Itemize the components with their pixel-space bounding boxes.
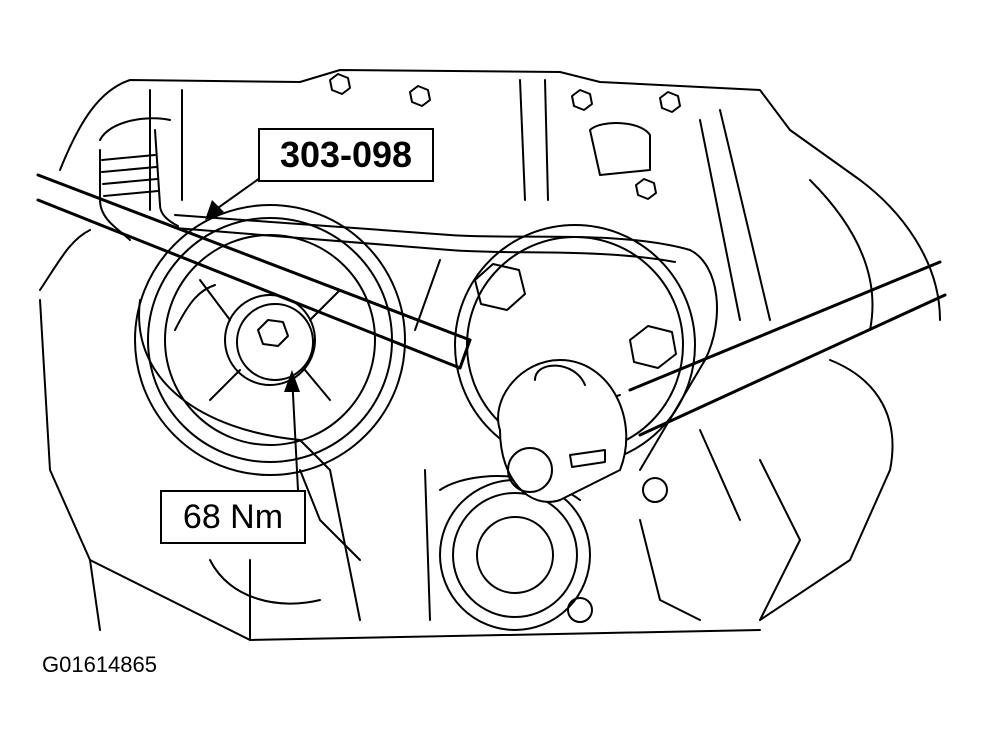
cylinder-head-bolts	[329, 73, 681, 200]
figure-id: G01614865	[42, 652, 157, 677]
torque-wrench	[497, 260, 947, 503]
engine-block-outline	[39, 69, 941, 641]
callout-leaders	[214, 177, 299, 491]
holding-tool-303-098	[36, 173, 472, 370]
camshaft-bolt	[236, 303, 314, 381]
tool-number-callout: 303-098	[258, 128, 434, 182]
torque-spec-callout: 68 Nm	[160, 490, 306, 544]
arrowheads	[205, 200, 300, 392]
camshaft-sprocket	[134, 204, 406, 476]
timing-belt	[138, 214, 718, 621]
